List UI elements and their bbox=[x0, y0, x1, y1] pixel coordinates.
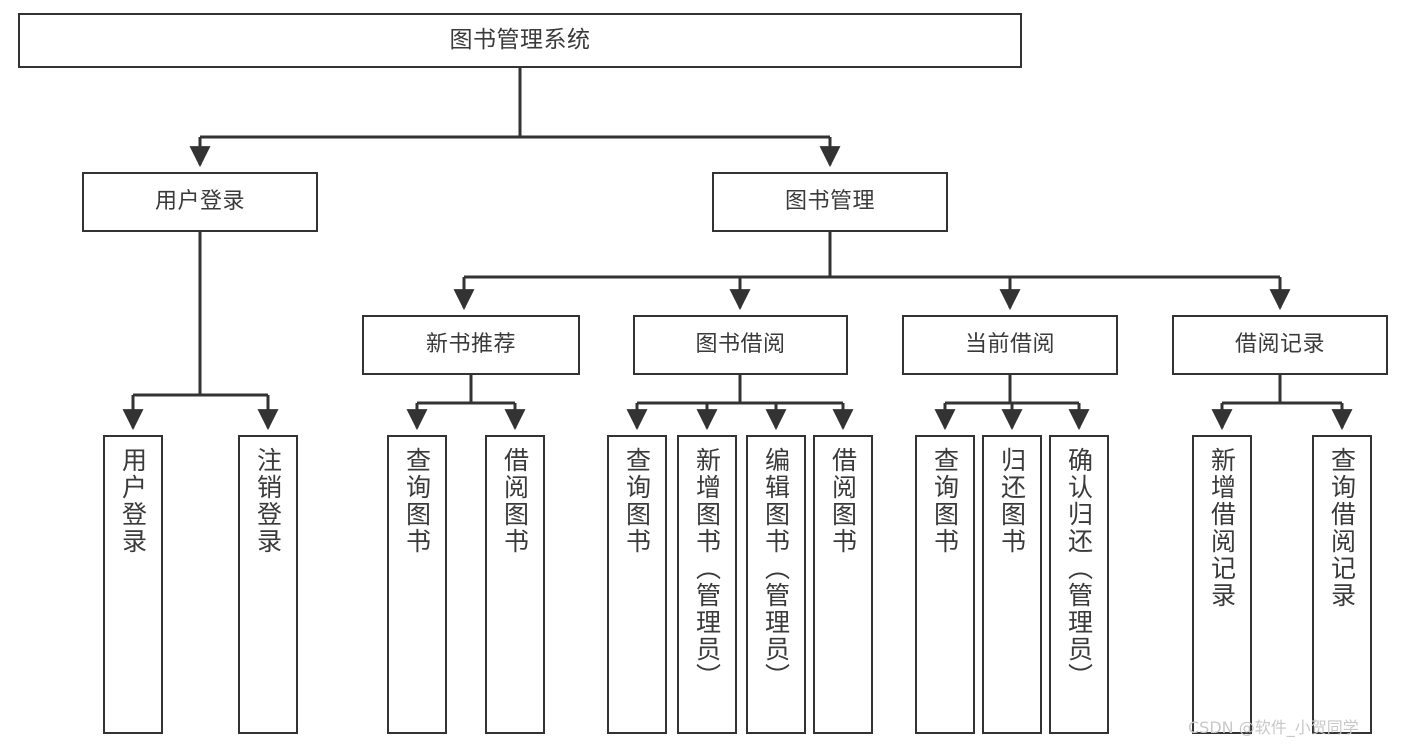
leaf-book-borrow-add-book-admin[interactable]: 新增图书（管理员） bbox=[677, 435, 737, 734]
csdn-watermark: CSDN @软件_小贺同学 bbox=[1188, 718, 1359, 737]
node-label: 新书推荐 bbox=[425, 332, 516, 358]
leaf-label: 新增借阅记录 bbox=[1207, 447, 1237, 609]
node-label: 图书借阅 bbox=[695, 332, 786, 358]
leaf-new-book-query-book[interactable]: 查询图书 bbox=[387, 435, 447, 734]
node-new-book-recommend[interactable]: 新书推荐 bbox=[362, 315, 580, 375]
leaf-book-borrow-borrow-book[interactable]: 借阅图书 bbox=[813, 435, 873, 734]
node-label: 借阅记录 bbox=[1234, 332, 1325, 358]
node-user-login[interactable]: 用户登录 bbox=[82, 172, 318, 232]
leaf-label: 编辑图书（管理员） bbox=[761, 447, 791, 690]
node-book-borrow[interactable]: 图书借阅 bbox=[633, 315, 848, 375]
node-borrow-record[interactable]: 借阅记录 bbox=[1172, 315, 1388, 375]
leaf-label: 用户登录 bbox=[118, 447, 148, 555]
leaf-book-borrow-edit-book-admin[interactable]: 编辑图书（管理员） bbox=[746, 435, 806, 734]
leaf-new-book-borrow-book[interactable]: 借阅图书 bbox=[485, 435, 545, 734]
node-book-management[interactable]: 图书管理 bbox=[712, 172, 948, 232]
leaf-current-borrow-query-book[interactable]: 查询图书 bbox=[915, 435, 975, 734]
leaf-label: 查询图书 bbox=[930, 447, 960, 555]
node-label: 图书管理系统 bbox=[449, 27, 591, 54]
leaf-book-borrow-query-book[interactable]: 查询图书 bbox=[607, 435, 667, 734]
node-label: 用户登录 bbox=[154, 189, 245, 215]
leaf-user-login-login[interactable]: 用户登录 bbox=[103, 435, 163, 734]
leaf-current-borrow-return-book[interactable]: 归还图书 bbox=[982, 435, 1042, 734]
node-root-book-management-system[interactable]: 图书管理系统 bbox=[18, 13, 1022, 68]
node-label: 图书管理 bbox=[784, 189, 875, 215]
leaf-label: 确认归还（管理员） bbox=[1064, 447, 1094, 690]
leaf-label: 新增图书（管理员） bbox=[692, 447, 722, 690]
leaf-label: 借阅图书 bbox=[828, 447, 858, 555]
leaf-user-login-logout[interactable]: 注销登录 bbox=[238, 435, 298, 734]
leaf-current-borrow-confirm-return-admin[interactable]: 确认归还（管理员） bbox=[1049, 435, 1109, 734]
leaf-borrow-record-add-record[interactable]: 新增借阅记录 bbox=[1192, 435, 1252, 734]
leaf-label: 归还图书 bbox=[997, 447, 1027, 555]
node-label: 当前借阅 bbox=[964, 332, 1055, 358]
leaf-label: 查询借阅记录 bbox=[1327, 447, 1357, 609]
leaf-label: 查询图书 bbox=[402, 447, 432, 555]
leaf-label: 注销登录 bbox=[253, 447, 283, 555]
leaf-label: 查询图书 bbox=[622, 447, 652, 555]
leaf-label: 借阅图书 bbox=[500, 447, 530, 555]
leaf-borrow-record-query-record[interactable]: 查询借阅记录 bbox=[1312, 435, 1372, 734]
node-current-borrow[interactable]: 当前借阅 bbox=[902, 315, 1118, 375]
